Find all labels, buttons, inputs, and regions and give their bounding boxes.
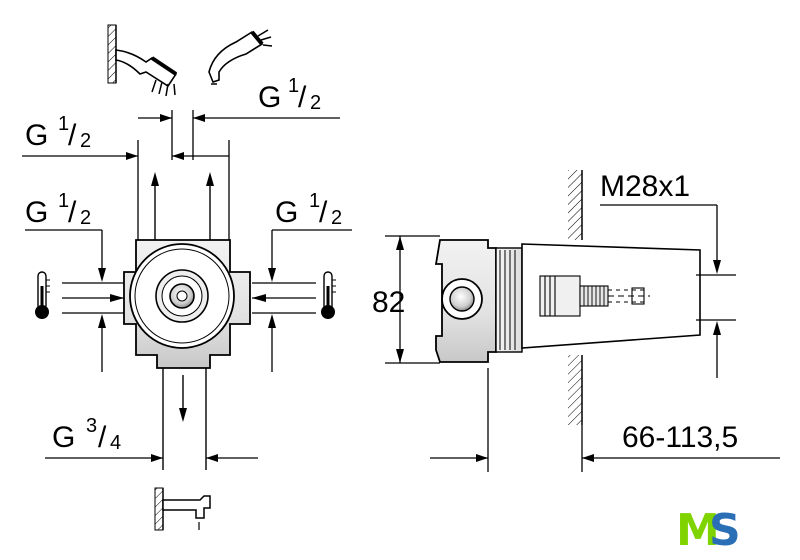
svg-text:S: S [709,505,741,556]
frac-slash-left: / [68,196,77,229]
thermometer-icon [321,271,336,319]
frac-slash-top-right: / [298,81,307,114]
frac-num-left: 1 [58,190,69,212]
frac-den-top-right: 2 [310,92,321,114]
dimension-m28x1 [600,204,736,378]
ms-logo: M S [676,505,741,556]
wall-hatch-icon [568,170,583,425]
frac-num-top-left: 1 [58,113,69,135]
dimension-82 [385,235,440,364]
label-g-top-right: G [258,81,281,114]
frac-den-right: 2 [331,207,342,229]
outlet-pipes-top [151,172,214,240]
dimension-depth [430,368,780,472]
dimension-left-inlet [25,229,124,372]
frac-den-top-left: 2 [80,130,91,152]
frac-den-bottom: 4 [110,432,121,454]
frac-slash-top-left: / [68,119,77,152]
frac-den-left: 2 [80,207,91,229]
frac-num-bottom: 3 [86,415,97,437]
dimension-right-inlet [252,229,352,372]
label-g-top-left: G [25,119,48,152]
valve-body-front [123,239,251,369]
frac-num-right: 1 [309,190,320,212]
dimension-top-left [22,140,230,240]
outlet-pipe-bottom [162,368,207,470]
label-g-right: G [275,196,298,229]
label-82: 82 [372,286,405,319]
frac-slash-right: / [319,196,328,229]
label-g-bottom: G [52,421,75,454]
hand-shower-icon [208,29,273,85]
label-m28x1: M28x1 [600,170,690,203]
bath-spout-icon [154,487,211,531]
frac-slash-bottom: / [98,421,107,454]
label-depth-range: 66-113,5 [622,421,738,454]
dimension-top-right [138,110,340,160]
thermometer-icon [35,271,50,319]
shower-head-icon [107,24,178,97]
svg-text:M: M [676,505,720,556]
valve-body-side [434,239,701,363]
label-g-left: G [25,196,48,229]
frac-num-top-right: 1 [288,75,299,97]
dimension-bottom [45,454,258,462]
